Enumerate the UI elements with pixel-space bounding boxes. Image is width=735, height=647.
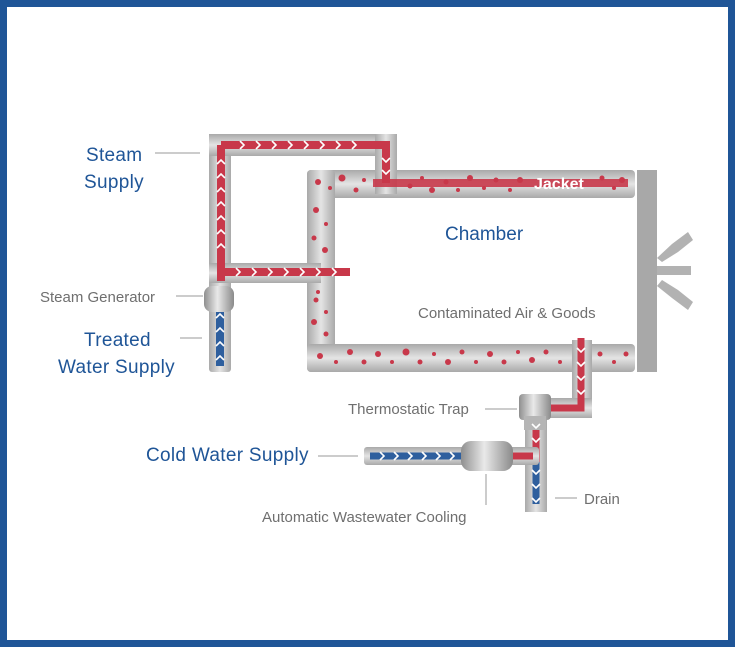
flow-arrows: [215, 140, 586, 504]
treated-water-label-line1: Treated: [84, 330, 151, 351]
wastewater-cooler: [461, 441, 513, 471]
cold-water-supply-label: Cold Water Supply: [146, 445, 309, 466]
steam-particles: [311, 174, 629, 365]
steam-generator: [204, 286, 234, 312]
treated-water-label-line2: Water Supply: [58, 357, 175, 378]
contaminated-label: Contaminated Air & Goods: [418, 305, 596, 322]
steam-supply-label-line1: Steam: [86, 145, 142, 166]
leader-lines: [155, 152, 577, 505]
thermostatic-trap-label: Thermostatic Trap: [348, 401, 469, 418]
steam-supply-label-line2: Supply: [84, 172, 144, 193]
jacket-label: Jacket: [534, 176, 584, 193]
chamber-label: Chamber: [445, 224, 524, 245]
chamber-door: [637, 170, 693, 372]
thermostatic-trap: [519, 394, 551, 430]
wastewater-cooling-label: Automatic Wastewater Cooling: [262, 509, 467, 526]
drain-label: Drain: [584, 491, 620, 508]
steam-generator-label: Steam Generator: [40, 289, 155, 306]
